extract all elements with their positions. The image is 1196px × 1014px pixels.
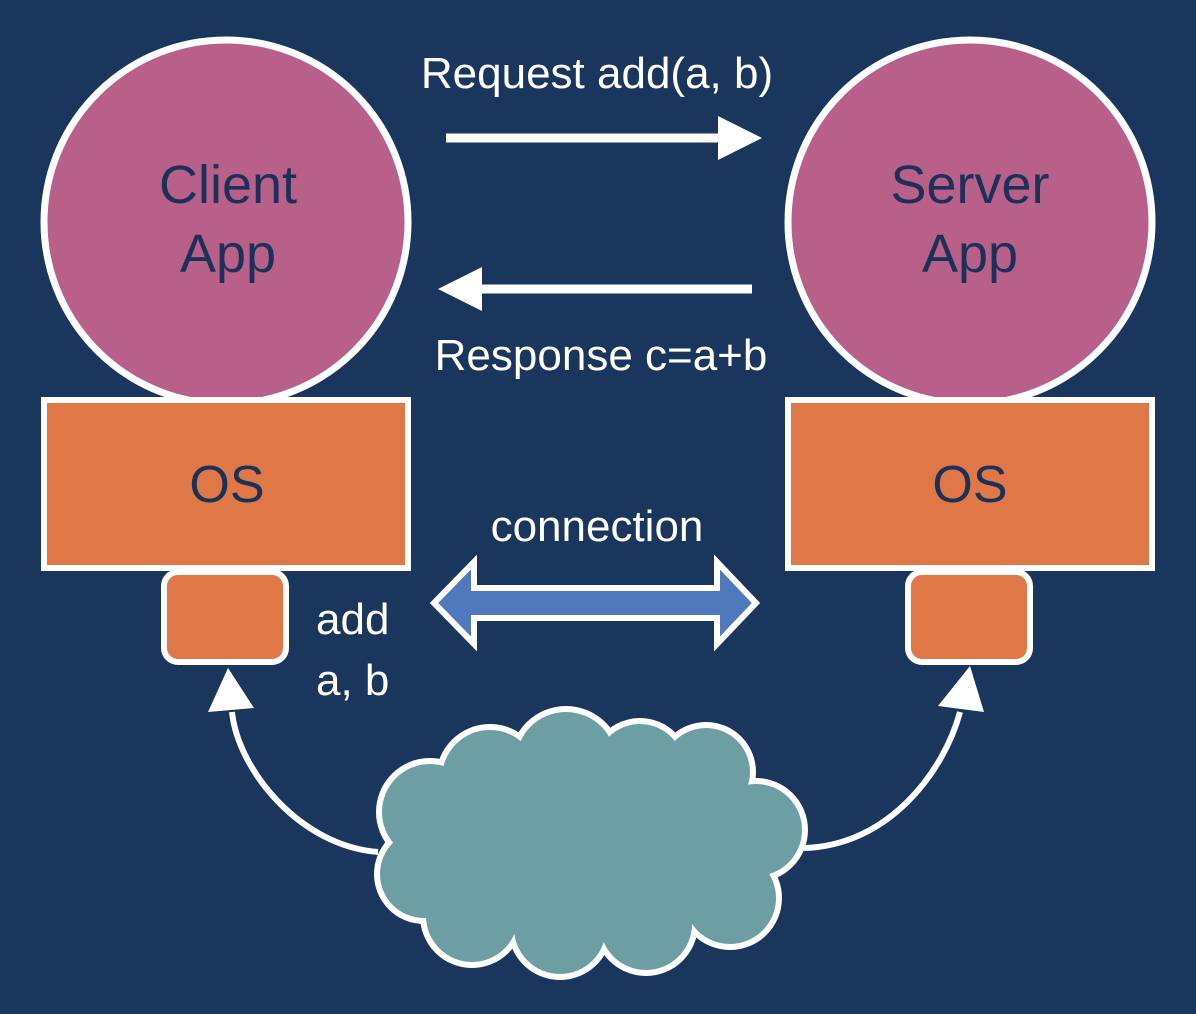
- server-stub-box: [905, 569, 1033, 665]
- server-os-label: OS: [932, 456, 1007, 514]
- cloud-icon: [374, 706, 808, 980]
- client-os-box: [41, 397, 411, 571]
- request-arrow: [446, 116, 762, 160]
- stub-label-line2: a, b: [316, 656, 389, 705]
- network-to-server-arrow: [803, 666, 984, 851]
- client-app-label-line2: App: [180, 224, 276, 284]
- server-app-label-line1: Server: [890, 155, 1049, 215]
- client-app-circle: [40, 36, 412, 408]
- client-app: Client App: [40, 36, 412, 408]
- network-to-client-arrow: [208, 668, 379, 855]
- response-label: Response c=a+b: [435, 331, 768, 380]
- client-stub-box: [161, 569, 289, 665]
- stub-label-line1: add: [316, 595, 389, 644]
- server-app: Server App: [784, 36, 1156, 408]
- client-os-label: OS: [189, 456, 264, 514]
- connection-label: connection: [491, 502, 704, 551]
- response-arrow: [438, 267, 752, 311]
- client-os: OS: [41, 397, 411, 571]
- server-app-label-line2: App: [922, 224, 1018, 284]
- server-os: OS: [785, 397, 1155, 571]
- server-app-circle: [784, 36, 1156, 408]
- connection-arrow: [429, 554, 761, 652]
- request-label: Request add(a, b): [421, 49, 773, 98]
- server-os-box: [785, 397, 1155, 571]
- client-app-label-line1: Client: [159, 155, 297, 215]
